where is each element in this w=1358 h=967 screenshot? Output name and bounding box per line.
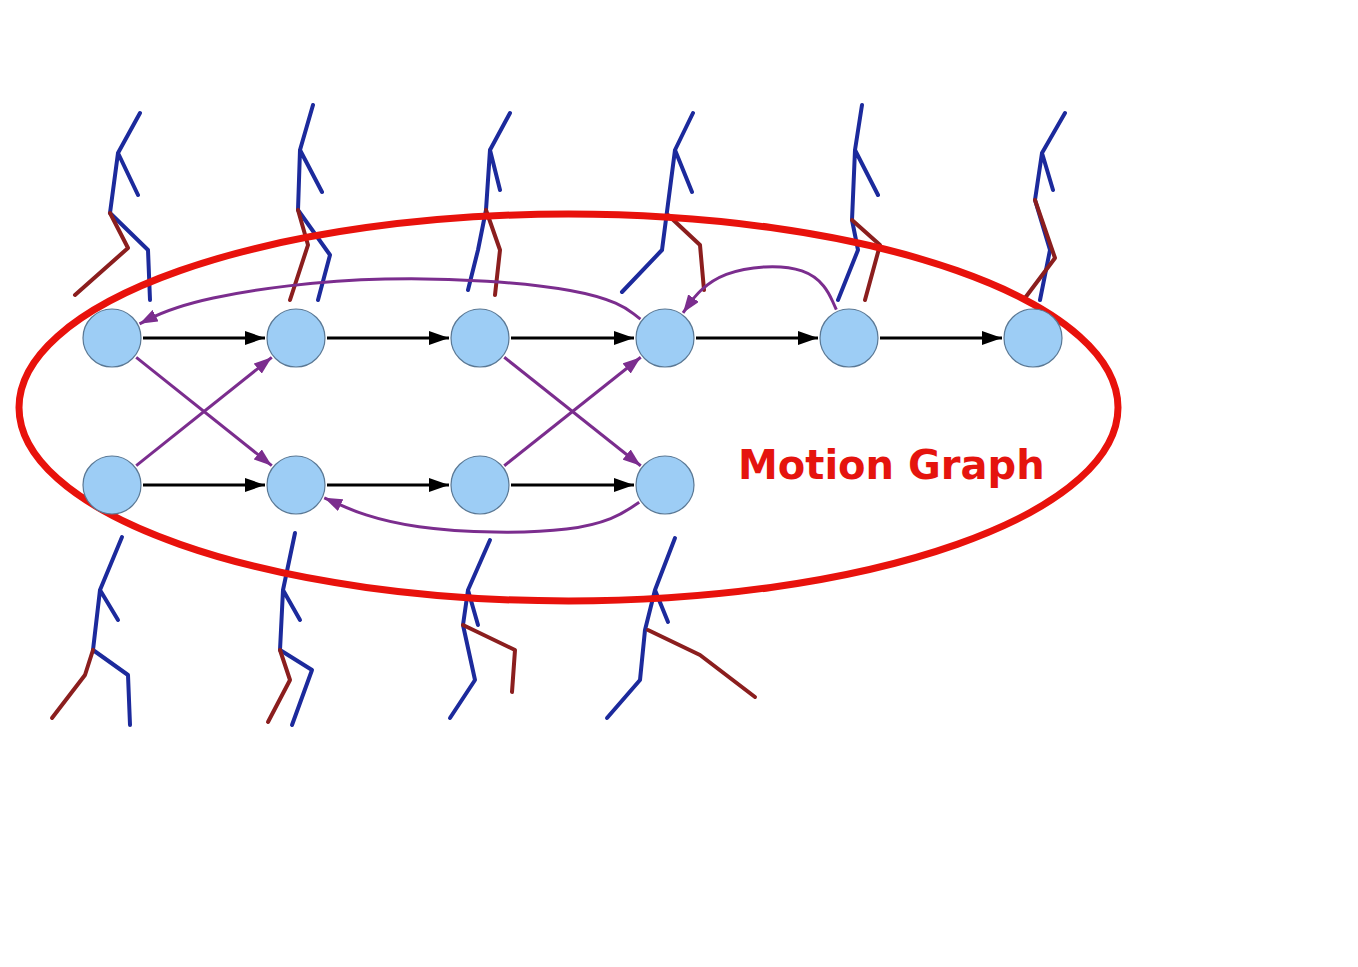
stick-figure xyxy=(1035,113,1065,300)
circle-outline xyxy=(83,456,141,514)
graph-ellipse: Motion Graph xyxy=(15,210,1122,605)
stick-figure-leg xyxy=(52,650,93,718)
transition-arrow xyxy=(511,337,634,340)
circle-outline xyxy=(267,456,325,514)
stick-figure-leg xyxy=(75,213,128,295)
transition-arrow xyxy=(504,357,640,465)
state-node xyxy=(82,455,142,515)
stick-figure xyxy=(280,533,312,725)
circle-outline xyxy=(82,455,142,515)
circle-outline xyxy=(820,309,878,367)
ellipse-outline xyxy=(15,210,1122,605)
circle-outline xyxy=(635,308,695,368)
circle-outline xyxy=(635,455,695,515)
state-node xyxy=(1003,308,1063,368)
transition-arrow xyxy=(136,357,272,465)
circle-outline xyxy=(450,455,510,515)
stick-figure xyxy=(468,113,510,290)
circle-outline xyxy=(636,456,694,514)
state-node xyxy=(635,308,695,368)
circle-outline xyxy=(1003,308,1063,368)
transition-arrow xyxy=(327,484,449,487)
circle-outline xyxy=(1004,309,1062,367)
state-node xyxy=(266,455,326,515)
transition-arrow xyxy=(327,337,449,340)
circle-outline xyxy=(82,308,142,368)
stick-figure xyxy=(298,105,330,300)
circle-outline xyxy=(819,308,879,368)
state-node xyxy=(450,308,510,368)
circle-outline xyxy=(636,309,694,367)
circle-outline xyxy=(451,456,509,514)
stick-figure xyxy=(607,538,675,718)
circle-outline xyxy=(450,308,510,368)
state-node xyxy=(82,308,142,368)
stick-figure-leg xyxy=(852,220,880,300)
circle-outline xyxy=(267,309,325,367)
circle-outline xyxy=(266,308,326,368)
transition-arrow xyxy=(880,337,1002,340)
state-node xyxy=(635,455,695,515)
transition-arrow xyxy=(143,484,265,487)
circle-outline xyxy=(83,309,141,367)
stick-figure xyxy=(622,113,693,292)
transition-arrow xyxy=(696,337,818,340)
stick-figure-leg xyxy=(268,650,290,722)
circle-outline xyxy=(451,309,509,367)
circle-outline xyxy=(266,455,326,515)
state-node xyxy=(266,308,326,368)
transition-arrow xyxy=(136,357,272,465)
stick-figure-leg xyxy=(1025,200,1055,298)
stick-figure-leg xyxy=(463,625,515,692)
transition-arrow xyxy=(683,267,836,313)
stick-figure xyxy=(110,113,150,300)
transition-arrow xyxy=(143,337,265,340)
stick-figure xyxy=(93,537,130,725)
state-node xyxy=(450,455,510,515)
state-node xyxy=(819,308,879,368)
transition-arrow xyxy=(511,484,634,487)
transition-arrow xyxy=(140,279,641,324)
stick-figure-leg xyxy=(668,215,704,290)
stick-figure-leg xyxy=(648,630,755,697)
transition-arrow xyxy=(504,357,640,465)
ellipse-outline xyxy=(19,214,1118,601)
graph-title: Motion Graph xyxy=(738,442,1045,488)
